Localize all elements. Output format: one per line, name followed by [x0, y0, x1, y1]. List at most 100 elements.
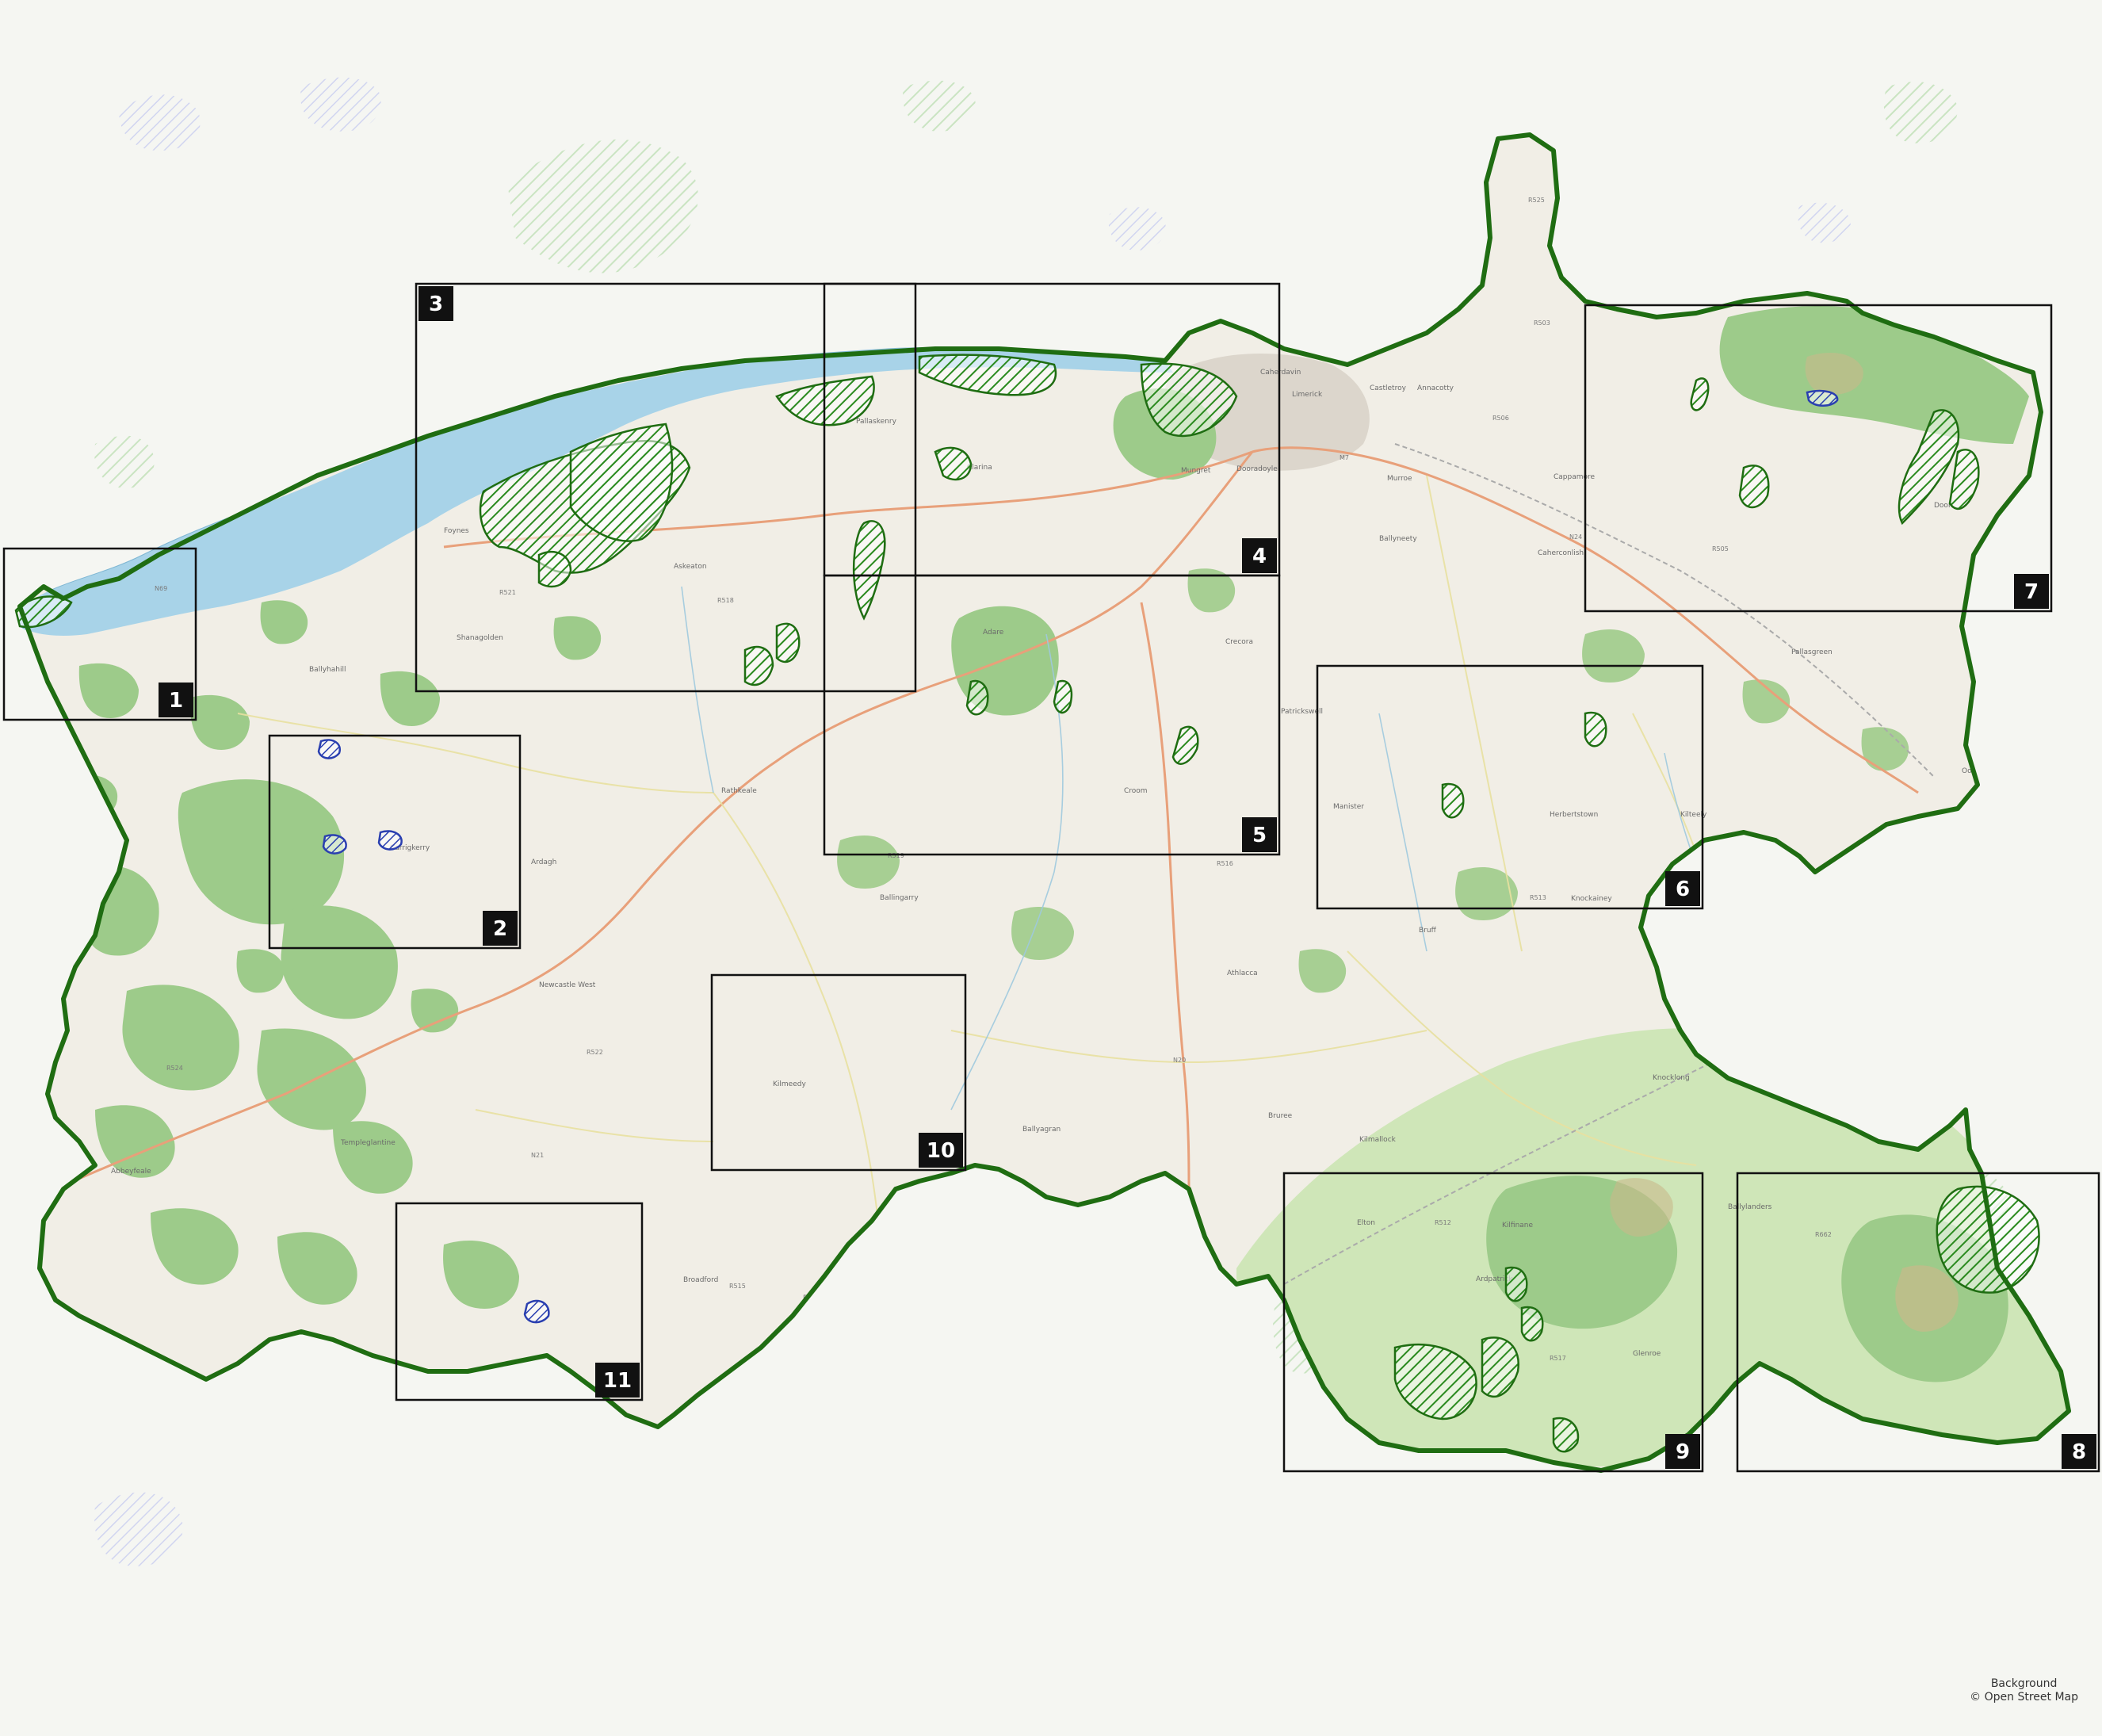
town-label: Elton [1357, 1219, 1375, 1227]
index-box-tab [1242, 538, 1277, 573]
town-label: Crecora [1225, 638, 1253, 646]
town-label: Askeaton [674, 563, 707, 571]
town-label: Bruff [1419, 927, 1437, 935]
galtee-hill [1895, 1265, 1959, 1332]
index-box-2[interactable]: 2 [268, 734, 522, 950]
woodland-site-4 [965, 679, 989, 716]
town-label: Knocklong [1653, 1074, 1690, 1082]
index-box-frame [2, 547, 197, 721]
designated-sites-blue [317, 389, 1839, 1324]
index-box-tab [2062, 1434, 2096, 1469]
town-label: Glenroe [1633, 1350, 1661, 1358]
index-box-frame [395, 1202, 644, 1401]
shannon-estuary-sac-central [775, 375, 875, 426]
town-label: Herbertstown [1550, 811, 1598, 819]
index-box-7[interactable]: 7 [1584, 304, 2053, 613]
road-label: R512 [1435, 1219, 1451, 1226]
index-box-10[interactable]: 10 [710, 973, 967, 1172]
road-label: M7 [1340, 454, 1349, 461]
town-label: Doon [1934, 502, 1953, 510]
ballyhoura-site-2 [1481, 1336, 1520, 1398]
farmland-green-patches [837, 568, 1909, 993]
index-box-number: 11 [603, 1369, 632, 1393]
index-box-number: 3 [429, 293, 443, 316]
road-label: N69 [155, 585, 167, 592]
shannon-estuary-sac-west [14, 595, 73, 629]
lower-river-suir-2 [1948, 449, 1980, 510]
road-label: R517 [1550, 1355, 1566, 1362]
road-label: R505 [1712, 545, 1729, 553]
woodland-site-2 [743, 645, 774, 686]
index-box-number: 2 [493, 917, 507, 941]
town-label: Ballylanders [1728, 1203, 1772, 1211]
town-label: Patrickswell [1281, 708, 1323, 716]
town-label: Kilmallock [1359, 1136, 1397, 1144]
town-label: Castletroy [1370, 384, 1407, 392]
ballyhoura-site-5 [1504, 1266, 1528, 1302]
town-label: Pallaskenry [856, 418, 897, 426]
road-label: N24 [1569, 533, 1582, 541]
town-label: Ardagh [531, 858, 556, 866]
index-box-1[interactable]: 1 [2, 547, 197, 721]
ballyhoura-site-3 [1520, 1306, 1544, 1342]
index-box-5[interactable]: 5 [823, 574, 1281, 856]
town-label: Croom [1124, 787, 1148, 795]
town-label: Ballyneety [1379, 535, 1417, 543]
road-labels: N69N21N20N24M7R521R518R512R513R515R516R5… [155, 197, 1832, 1362]
town-label: Caherconlish [1538, 549, 1584, 557]
index-box-tab [1665, 871, 1700, 906]
road-label: R521 [499, 589, 516, 596]
index-box-number: 7 [2024, 580, 2039, 604]
shannon-estuary-sac-askeaton [569, 423, 674, 542]
index-box-6[interactable]: 6 [1316, 664, 1704, 910]
town-label: Caherdavin [1260, 369, 1301, 377]
blue-site-2 [322, 834, 347, 855]
blue-site-5 [523, 1299, 550, 1324]
index-box-number: 6 [1676, 878, 1690, 901]
index-box-number: 10 [927, 1139, 955, 1163]
estuary-water-inner [20, 347, 1173, 636]
index-box-frame [1282, 1172, 1704, 1473]
road-label: N21 [531, 1152, 544, 1159]
galtee-mountains-sac [1936, 1185, 2040, 1294]
index-box-frame [710, 973, 967, 1172]
road-label: R518 [717, 597, 734, 604]
woodland-site-5 [1053, 679, 1073, 714]
town-label: Knockainey [1571, 895, 1612, 903]
town-label: Newcastle West [539, 981, 596, 989]
index-box-number: 1 [169, 689, 183, 713]
road-label: R662 [1815, 1231, 1832, 1238]
town-label: Broadford [683, 1276, 718, 1284]
woodland-site-9 [1690, 377, 1710, 411]
index-box-frame [1584, 304, 2053, 613]
town-label: Adare [983, 629, 1004, 637]
index-box-tab [1665, 1434, 1700, 1469]
blue-site-3 [377, 830, 403, 851]
index-box-number: 9 [1676, 1440, 1690, 1464]
road-label: R515 [729, 1283, 746, 1290]
town-label: Kilteely [1680, 811, 1707, 819]
slieve-felim-hill [1805, 353, 1863, 396]
road-label: N20 [1173, 1057, 1186, 1064]
shannon-estuary-sac-limerick [1140, 362, 1238, 438]
town-label: Ballingarry [880, 894, 919, 902]
index-box-3[interactable]: 3 [415, 282, 917, 693]
slieve-felim-upland-area [1719, 306, 2029, 444]
town-label: Dooradoyle [1236, 465, 1278, 473]
credit-line-2: © Open Street Map [1970, 1691, 2078, 1703]
index-box-11[interactable]: 11 [395, 1202, 644, 1401]
town-label: Clarina [967, 464, 992, 472]
index-box-frame [1736, 1172, 2100, 1473]
curraghchase-woods [934, 446, 973, 481]
town-label: Oola [1962, 767, 1978, 775]
ballyhoura-site-1 [1393, 1344, 1477, 1421]
index-box-frame [415, 282, 917, 693]
index-box-8[interactable]: 8 [1736, 1172, 2100, 1473]
ballyhoura-site-4 [1552, 1417, 1580, 1453]
index-box-tab [483, 911, 518, 946]
index-box-tab [919, 1133, 963, 1168]
road-label: R519 [888, 852, 904, 859]
index-box-9[interactable]: 9 [1282, 1172, 1704, 1473]
